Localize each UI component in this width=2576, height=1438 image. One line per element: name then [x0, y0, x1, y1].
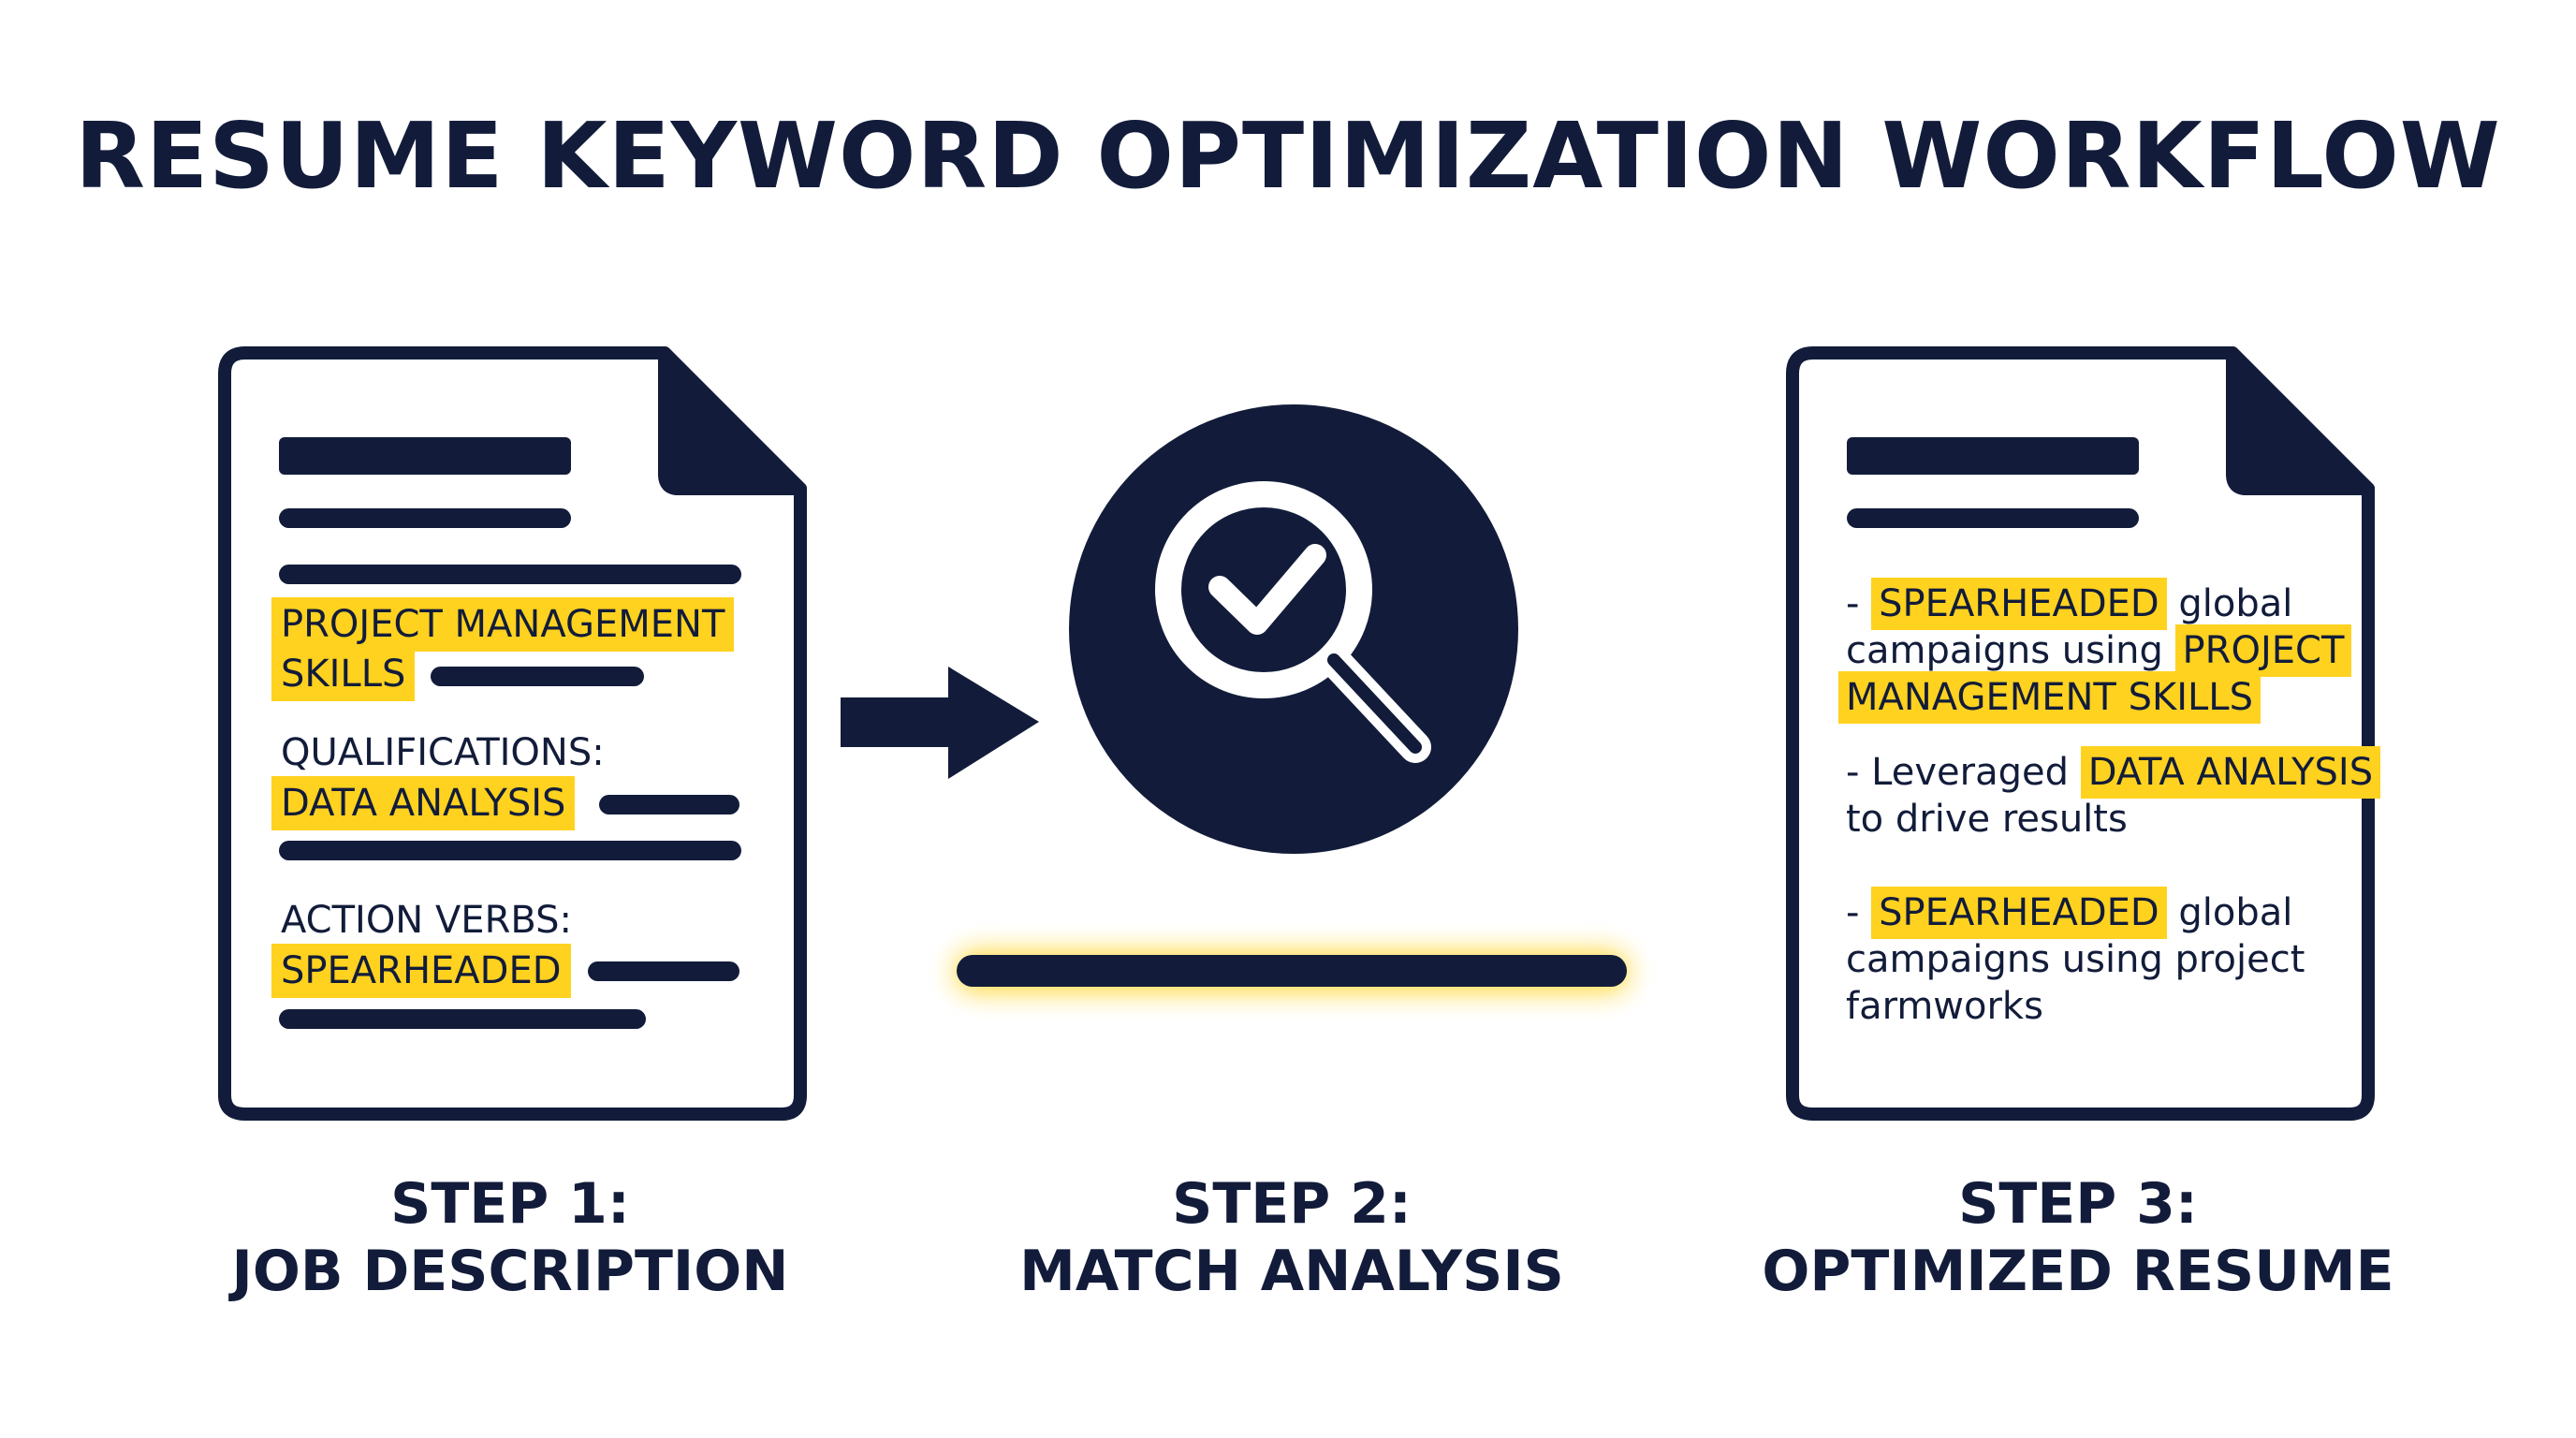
step-number: STEP 1: — [390, 1171, 630, 1237]
step-3-label: STEP 3: OPTIMIZED RESUME — [1708, 1170, 2448, 1305]
bullet-text: - Leveraged — [1846, 751, 2081, 794]
bullet-text: global — [2166, 582, 2293, 625]
keyword-project-management: PROJECT MANAGEMENT — [271, 597, 735, 652]
step-name: MATCH ANALYSIS — [1019, 1239, 1564, 1304]
doc-line — [279, 841, 741, 860]
keyword-highlight: PROJECT — [2174, 624, 2352, 677]
doc-line — [588, 961, 739, 981]
keyword-highlight: MANAGEMENT SKILLS — [1838, 671, 2261, 724]
match-progress-bar — [955, 951, 1629, 992]
bullet-dash: - — [1846, 891, 1872, 934]
keyword-highlight: PROJECT MANAGEMENT — [271, 597, 735, 652]
bullet-dash: - — [1846, 582, 1872, 625]
bullet-text: global — [2166, 891, 2293, 934]
step-name: JOB DESCRIPTION — [231, 1239, 789, 1304]
step-number: STEP 2: — [1172, 1171, 1412, 1237]
step-2-label: STEP 2: MATCH ANALYSIS — [922, 1170, 1661, 1305]
doc-line — [279, 565, 741, 584]
doc-line — [599, 795, 739, 814]
step-number: STEP 3: — [1958, 1171, 2198, 1237]
action-verbs-label: ACTION VERBS: — [281, 899, 572, 942]
doc-line — [279, 1009, 646, 1029]
keyword-data-analysis: DATA ANALYSIS — [271, 776, 576, 830]
keyword-spearheaded: SPEARHEADED — [271, 944, 571, 998]
keyword-skills: SKILLS — [271, 647, 416, 701]
bullet-text: campaigns using project — [1846, 938, 2305, 981]
magnifier-check-icon — [1069, 404, 1518, 854]
resume-bullet-1: - SPEARHEADED global campaigns using PRO… — [1838, 578, 2352, 724]
arrow-right-icon — [841, 667, 1039, 779]
keyword-highlight: SKILLS — [271, 647, 416, 701]
step-1-label: STEP 1: JOB DESCRIPTION — [140, 1170, 880, 1305]
keyword-highlight: SPEARHEADED — [271, 944, 571, 998]
job-description-document-icon — [218, 346, 807, 1121]
bullet-text: campaigns using — [1846, 629, 2175, 672]
bullet-text: farmworks — [1846, 985, 2043, 1028]
page-title: RESUME KEYWORD OPTIMIZATION WORKFLOW — [75, 103, 2501, 209]
doc-line — [1847, 508, 2139, 528]
keyword-highlight: SPEARHEADED — [1871, 578, 2167, 630]
step-name: OPTIMIZED RESUME — [1762, 1239, 2394, 1304]
doc-line — [279, 508, 571, 528]
doc-title-line — [279, 437, 571, 475]
keyword-highlight: DATA ANALYSIS — [2080, 746, 2381, 799]
qualifications-label: QUALIFICATIONS: — [281, 731, 605, 774]
doc-line — [431, 667, 644, 686]
doc-title-line — [1847, 437, 2139, 475]
resume-bullet-2: - Leveraged DATA ANALYSIS to drive resul… — [1846, 746, 2381, 843]
resume-bullet-3: - SPEARHEADED global campaigns using pro… — [1846, 887, 2305, 1030]
keyword-highlight: SPEARHEADED — [1871, 887, 2167, 939]
keyword-highlight: DATA ANALYSIS — [271, 776, 576, 830]
bullet-text: to drive results — [1846, 798, 2128, 841]
